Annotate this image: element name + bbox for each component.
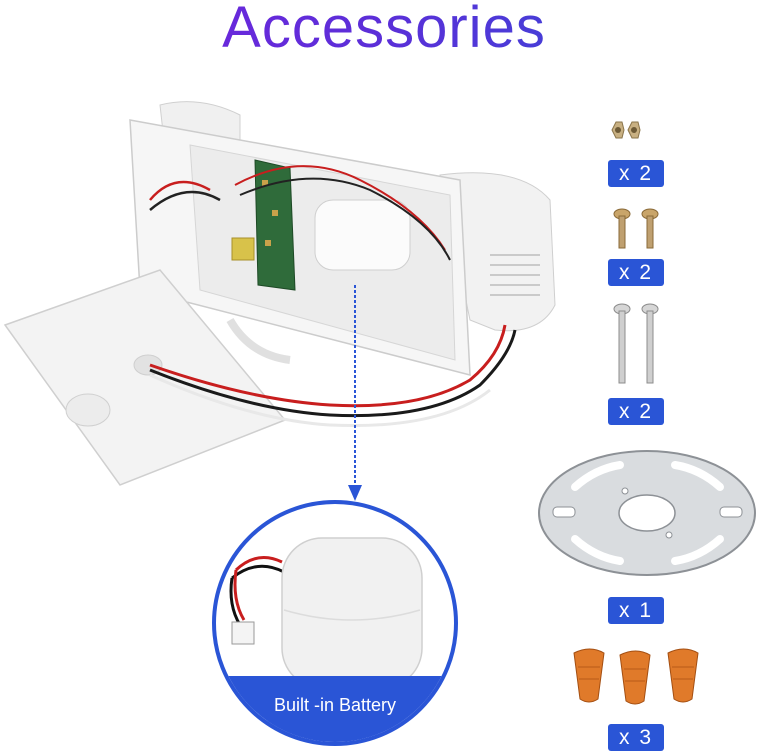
nut-icon bbox=[611, 121, 641, 139]
wire-nut-icon bbox=[573, 648, 699, 705]
emergency-light-fixture-image bbox=[3, 101, 556, 486]
mounting-plate-icon bbox=[538, 450, 756, 576]
accessory-qty-badge: x 2 bbox=[608, 160, 664, 187]
battery-label: Built -in Battery bbox=[273, 695, 397, 715]
short-screw-icon bbox=[613, 208, 659, 249]
battery-label-band bbox=[216, 676, 454, 742]
page-title: Accessories bbox=[0, 0, 768, 61]
battery-pack-icon bbox=[229, 537, 423, 689]
accessory-qty-badge: x 2 bbox=[608, 398, 664, 425]
accessory-qty-badge: x 1 bbox=[608, 597, 664, 624]
long-screw-icon bbox=[613, 303, 659, 384]
pointer-arrow-icon bbox=[348, 285, 362, 501]
battery-callout: Built -in Battery bbox=[212, 500, 458, 746]
accessory-qty-badge: x 2 bbox=[608, 259, 664, 286]
accessory-qty-badge: x 3 bbox=[608, 724, 664, 751]
